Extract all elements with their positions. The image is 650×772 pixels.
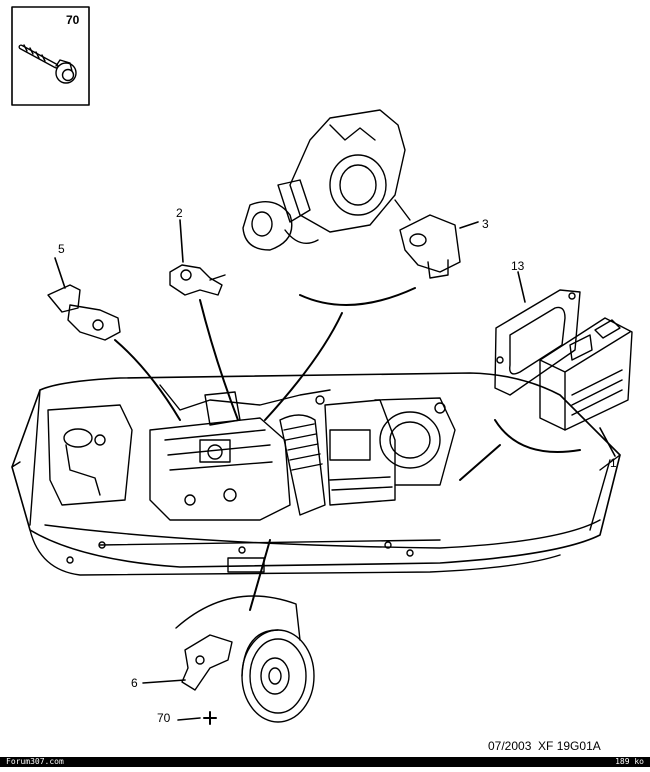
leader-lines <box>54 219 616 721</box>
watermark-filesize: 189 ko <box>615 757 644 766</box>
sensor-part-2 <box>169 264 226 296</box>
flywheel-assembly <box>175 595 315 723</box>
engine-bay <box>11 372 621 576</box>
throttle-body <box>242 109 406 251</box>
callout-2: 2 <box>176 206 183 220</box>
sensor-part-3 <box>394 199 461 279</box>
watermark-bar: Forum307.com 189 ko <box>0 757 650 767</box>
callout-1: 1 <box>610 456 617 470</box>
callout-5: 5 <box>58 242 65 256</box>
ecu-assembly <box>494 289 633 431</box>
callout-70: 70 <box>157 711 171 725</box>
callout-13: 13 <box>511 259 525 273</box>
plus-mark <box>203 711 217 725</box>
watermark-site: Forum307.com <box>6 757 64 766</box>
bolt-icon <box>18 44 77 84</box>
callout-6: 6 <box>131 676 138 690</box>
drawing-reference: 07/2003 XF 19G01A <box>488 739 601 753</box>
callout-70-inset: 70 <box>66 13 80 27</box>
sensor-part-5 <box>47 284 121 341</box>
inset-frame <box>11 6 90 106</box>
callout-3: 3 <box>482 217 489 231</box>
